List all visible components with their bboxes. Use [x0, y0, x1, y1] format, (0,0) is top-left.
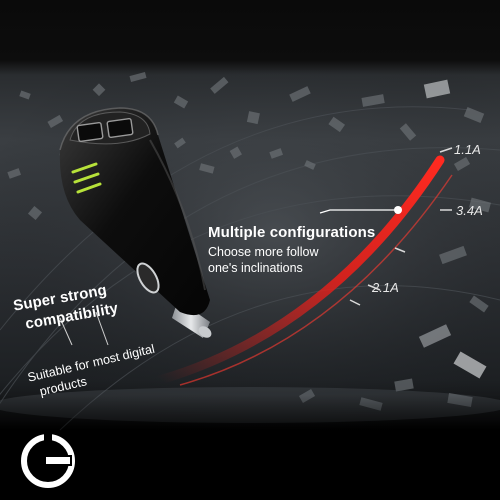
compat-callout-lines [59, 311, 109, 346]
orbit-rings [0, 106, 500, 431]
headline-line-1: Choose more follow [208, 245, 319, 259]
gauge-label-1: 1.1A [454, 142, 481, 157]
headline-title: Multiple configurations [208, 224, 376, 241]
callout-dot [394, 206, 402, 214]
gauge-label-2: 3.4A [456, 203, 483, 218]
speed-arc [155, 155, 445, 385]
gauge-label-3: 2.1A [372, 280, 399, 295]
gauge-ticks [349, 147, 453, 306]
bottom-fade [0, 395, 500, 435]
car-charger-icon [59, 107, 212, 338]
speed-arc-highlight [179, 174, 453, 386]
callout-line [319, 209, 398, 214]
power-g-logo-icon [21, 433, 75, 488]
headline-line-2: one's inclinations [208, 261, 303, 275]
